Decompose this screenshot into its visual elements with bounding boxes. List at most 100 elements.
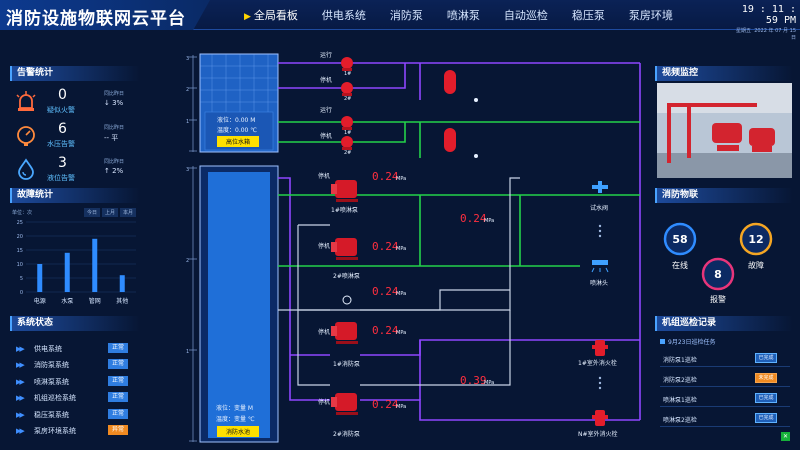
y-tick-label: 15 — [17, 248, 23, 254]
big-pump-4[interactable] — [331, 393, 358, 415]
fault-label: 故障 — [748, 260, 764, 270]
alarm-value: 8 — [714, 268, 722, 281]
fault-value: 12 — [748, 233, 763, 246]
alarm-item-level[interactable]: 3 液位告警 同比昨日 ↑ 2% — [16, 155, 132, 187]
high-tank-name-box — [217, 136, 259, 147]
brand-banner: 消防设施物联网云平台 — [0, 0, 210, 30]
small-pump-4-name: 2# — [344, 150, 351, 156]
gauge-3-unit: MPa — [484, 380, 494, 386]
status-badge: 正常 — [108, 359, 128, 370]
nav-item-sprinkler-pump[interactable]: 喷淋泵 — [446, 9, 480, 22]
status-name: 机组巡检系统 — [34, 394, 76, 403]
alarm-item-fire[interactable]: 0 疑似火警 同比昨日 ↓ 3% — [16, 87, 132, 119]
big-pump-1[interactable] — [331, 180, 358, 202]
alarm-ring[interactable] — [701, 257, 735, 291]
x-tick-label: 管网 — [89, 297, 101, 305]
patrol-task-name: 消防泵2巡检 — [663, 377, 697, 384]
nav-item-power[interactable]: 供电系统 — [321, 9, 366, 22]
fire-water-pool[interactable] — [199, 165, 279, 443]
alarm-label: 疑似火警 — [47, 106, 75, 114]
clock: 19 : 11 : 59 PM 星期五 2022 年 07 月 15 日 — [730, 4, 796, 41]
status-row[interactable]: ▶▶供电系统正常 — [16, 343, 136, 355]
nav-item-stabilizer-pump[interactable]: 稳压泵 — [571, 9, 605, 22]
big-pump-3-state: 停机 — [318, 328, 330, 336]
video-feed[interactable] — [657, 83, 792, 178]
patrol-task-name: 消防泵1巡检 — [663, 357, 697, 364]
online-value: 58 — [672, 233, 687, 246]
valve-icon — [474, 154, 478, 158]
small-pump-3-state: 运行 — [320, 106, 332, 114]
gauge-1-value: 0.24 — [460, 212, 487, 225]
pool-temp: 温度：变量 ℃ — [216, 415, 255, 423]
small-pump-3[interactable] — [341, 116, 353, 130]
big-pump-3[interactable] — [331, 322, 358, 344]
pressure-tank-2[interactable] — [444, 128, 456, 152]
big-pump-2[interactable] — [331, 238, 358, 260]
patrol-row[interactable]: 喷淋泵1巡检已完成 — [660, 391, 790, 407]
clock-time: 19 : 11 : 59 PM — [741, 4, 796, 26]
tab-last-month[interactable]: 上月 — [102, 208, 119, 217]
patrol-status-badge: 未完成 — [755, 373, 777, 383]
fire-hydrant-icon[interactable] — [592, 340, 608, 356]
pump-3-unit: MPa — [396, 330, 406, 336]
status-panel-title: 系统状态 — [10, 316, 140, 331]
alarm-item-pressure[interactable]: 6 水压告警 同比昨日 -- 平 — [16, 121, 132, 153]
high-tank-scale-3: 3 — [186, 56, 189, 62]
fault-panel-title: 故障统计 — [10, 188, 140, 203]
alarm-compare-label: 同比昨日 — [104, 159, 125, 165]
big-pump-3-name: 1#消防泵 — [333, 360, 360, 368]
clock-date: 星期五 2022 年 07 月 15 日 — [735, 28, 796, 41]
bar[interactable] — [92, 238, 98, 292]
y-tick-label: 10 — [17, 262, 23, 268]
patrol-row[interactable]: 消防泵2巡检 未完成 — [660, 371, 790, 387]
small-pump-1[interactable] — [341, 57, 353, 71]
status-badge: 异常 — [108, 425, 128, 435]
nav-item-pump-room[interactable]: 泵房环境 — [628, 9, 673, 22]
pump-4-unit: MPa — [396, 404, 406, 410]
iot-rings: 58 12 8 在线 故障 报警 — [663, 222, 773, 304]
expand-icon[interactable]: ✕ — [781, 432, 790, 441]
alarm-compare-value: ↓ 3% — [104, 99, 124, 107]
status-badge: 正常 — [108, 375, 128, 386]
online-ring[interactable] — [663, 222, 697, 256]
nav-item-fire-pump[interactable]: 消防泵 — [389, 9, 423, 22]
alarm-panel-title: 告警统计 — [10, 66, 140, 81]
bar[interactable] — [37, 264, 43, 292]
status-row[interactable]: ▶▶喷淋泵系统正常 — [16, 375, 136, 388]
tab-today[interactable]: 今日 — [84, 208, 101, 217]
pump-2-unit: MPa — [396, 246, 406, 252]
small-pump-1-name: 1# — [344, 71, 351, 77]
nav-item-dashboard[interactable]: ▶全局看板 — [244, 9, 298, 22]
sprinkler-head-icon[interactable] — [591, 260, 609, 273]
double-arrow-icon: ▶▶ — [16, 345, 25, 353]
status-badge: 正常 — [108, 392, 128, 403]
gauge-3-value: 0.39 — [460, 374, 487, 387]
status-row[interactable]: ▶▶稳压泵系统正常 — [16, 408, 136, 421]
tab-this-month[interactable]: 本月 — [120, 208, 137, 217]
nav-item-auto-patrol[interactable]: 自动巡检 — [503, 9, 548, 22]
white-pipes — [278, 177, 520, 386]
test-valve-icon[interactable] — [592, 181, 608, 193]
status-row[interactable]: ▶▶消防泵系统正常 — [16, 359, 136, 371]
pressure-tank-1[interactable] — [444, 70, 456, 94]
pool-scale — [189, 166, 197, 442]
fault-ring[interactable] — [739, 222, 773, 256]
patrol-row[interactable]: 喷淋泵2巡检已完成 — [660, 411, 790, 427]
water-drop-icon — [18, 158, 34, 180]
status-row[interactable]: ▶▶泵房环境系统异常 — [16, 425, 136, 437]
status-row[interactable]: ▶▶机组巡检系统正常 — [16, 392, 136, 404]
bar[interactable] — [64, 252, 70, 292]
outlet-sprinkler: 喷淋头 — [590, 279, 608, 287]
y-tick-label: 20 — [17, 234, 23, 240]
patrol-row[interactable]: 消防泵1巡检已完成 — [660, 351, 790, 367]
status-name: 供电系统 — [34, 345, 62, 353]
status-name: 喷淋泵系统 — [34, 377, 69, 386]
small-pump-4[interactable] — [341, 136, 353, 150]
online-label: 在线 — [672, 260, 688, 270]
patrol-task-name: 喷淋泵1巡检 — [663, 397, 697, 404]
bar[interactable] — [119, 275, 125, 292]
fire-hydrant-icon[interactable] — [592, 410, 608, 426]
big-pump-2-state: 停机 — [318, 242, 330, 250]
small-pump-2[interactable] — [341, 82, 353, 96]
fault-bar-chart: 0510152025电源水泵管网其他 — [17, 220, 136, 305]
